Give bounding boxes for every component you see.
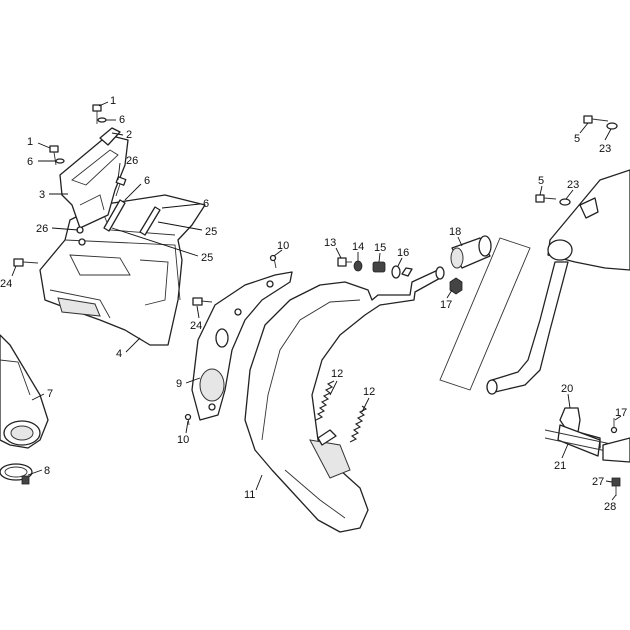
callout-5: 5 (538, 175, 544, 187)
callout-3: 3 (39, 189, 45, 201)
callout-12: 12 (331, 368, 343, 380)
callout-10: 10 (277, 240, 289, 252)
callout-12: 12 (363, 386, 375, 398)
washer-6a (97, 117, 107, 123)
callout-17: 17 (440, 299, 452, 311)
part-intake-manifold (0, 334, 49, 449)
callout-20: 20 (561, 383, 573, 395)
callout-6: 6 (203, 198, 209, 210)
part-screws-airbox (13, 104, 213, 306)
callout-14: 14 (352, 241, 364, 253)
callout-5: 5 (574, 133, 580, 145)
part-intake-cover (59, 134, 129, 229)
callout-6: 6 (27, 156, 33, 168)
callout-6: 6 (144, 175, 150, 187)
callout-18: 18 (449, 226, 461, 238)
callout-8: 8 (44, 465, 50, 477)
part-springs-12 (315, 380, 368, 443)
part-screws-10 (184, 254, 277, 426)
callout-24: 24 (190, 320, 202, 332)
callout-23: 23 (567, 179, 579, 191)
callout-16: 16 (397, 247, 409, 259)
callout-17: 17 (615, 407, 627, 419)
callout-21: 21 (554, 460, 566, 472)
callout-11: 11 (244, 489, 255, 501)
part-pipes-20-21 (544, 407, 630, 496)
callout-27: 27 (592, 476, 604, 488)
callout-25: 25 (205, 226, 217, 238)
part-silencer (486, 169, 630, 395)
part-fasteners-13-17 (337, 257, 463, 295)
callout-6: 6 (119, 114, 125, 126)
callout-26: 26 (126, 155, 138, 167)
part-exhaust-pipe (244, 266, 445, 533)
part-airbox-housing (39, 194, 206, 346)
callout-1: 1 (27, 136, 33, 148)
part-rubber-bush (450, 235, 492, 269)
part-bolts-5-23 (535, 115, 618, 206)
part-gasket-plate (191, 271, 293, 421)
callout-7: 7 (47, 388, 53, 400)
callout-1: 1 (110, 95, 116, 107)
callout-23: 23 (599, 143, 611, 155)
callout-9: 9 (176, 378, 182, 390)
leader-lines (11, 101, 622, 501)
part-clamp (0, 463, 33, 485)
callout-13: 13 (324, 237, 336, 249)
callout-10: 10 (177, 434, 189, 446)
callout-24: 24 (0, 278, 12, 290)
callout-26: 26 (36, 223, 48, 235)
callout-2: 2 (126, 129, 132, 141)
callout-25: 25 (201, 252, 213, 264)
callout-4: 4 (116, 348, 122, 360)
part-heat-shield (439, 237, 531, 391)
part-bracket (99, 127, 121, 146)
callout-28: 28 (604, 501, 616, 513)
callout-15: 15 (374, 242, 386, 254)
callout-labels: 1 6 2 1 6 26 3 6 6 26 25 25 24 24 4 7 8 … (0, 95, 627, 513)
